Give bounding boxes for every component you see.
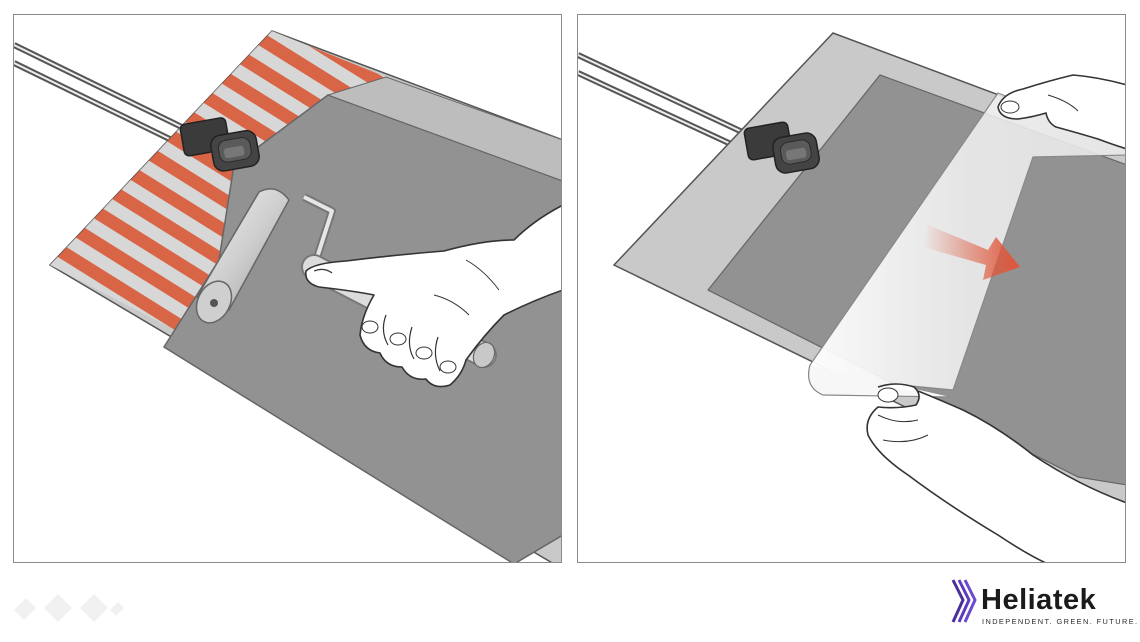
bottom-hand bbox=[866, 383, 1125, 562]
heliatek-logo-mark bbox=[951, 579, 977, 623]
junction-box bbox=[179, 117, 260, 172]
direction-arrow bbox=[923, 225, 1020, 280]
hazard-zone bbox=[50, 31, 386, 345]
cable-pair bbox=[14, 42, 196, 150]
junction-box bbox=[743, 121, 820, 174]
apply-pressure-illustration bbox=[14, 30, 561, 562]
watermark-chevrons bbox=[14, 594, 124, 622]
peel-liner-illustration bbox=[578, 32, 1125, 562]
apply-pressure-panel bbox=[13, 14, 562, 563]
brand-tagline: INDEPENDENT. GREEN. FUTURE. bbox=[982, 617, 1139, 626]
peel-liner-panel bbox=[577, 14, 1126, 563]
brand-name: Heliatek bbox=[981, 584, 1097, 616]
hand bbox=[304, 205, 561, 388]
top-hand bbox=[997, 74, 1125, 150]
cable-pair bbox=[578, 52, 755, 154]
